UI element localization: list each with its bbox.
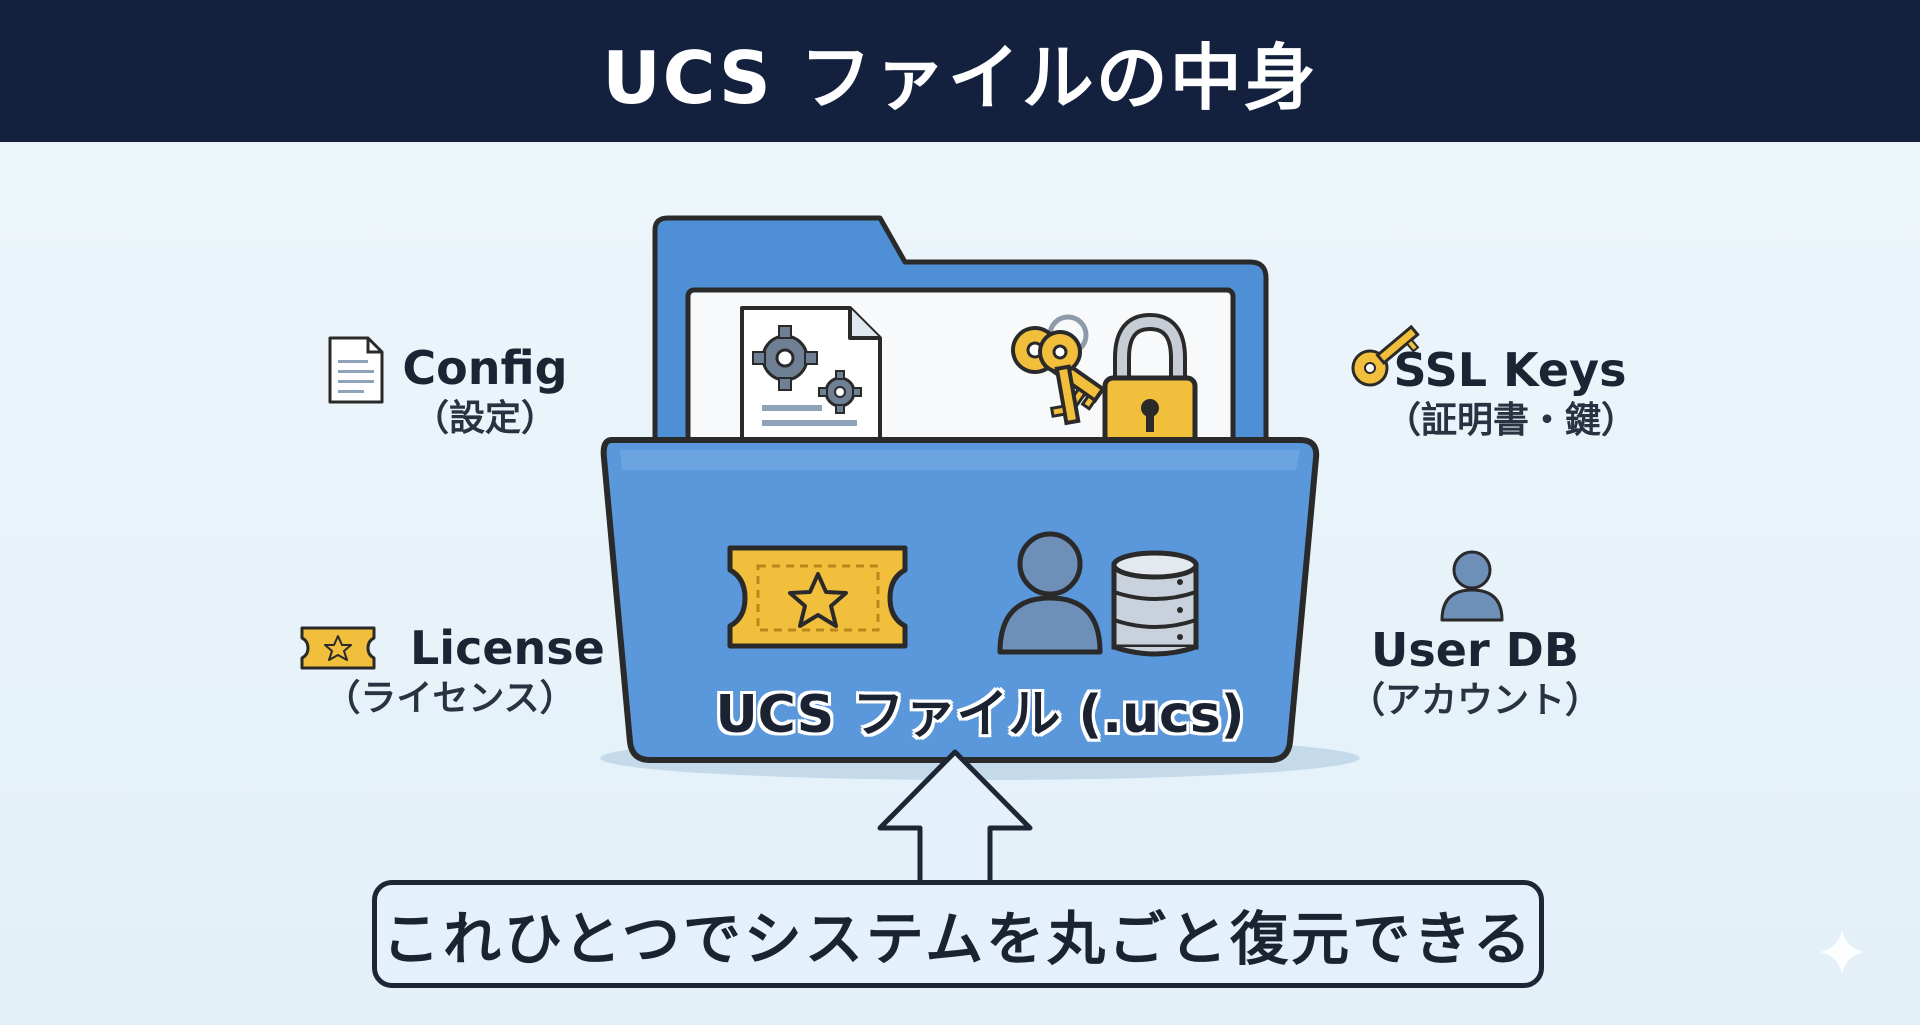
license-name: License — [410, 621, 605, 675]
gear-icon — [818, 370, 862, 414]
license-label: License （ライセンス） — [300, 620, 605, 722]
page-title: UCS ファイルの中身 — [602, 35, 1318, 120]
user-small-icon — [1440, 550, 1504, 622]
ssl-keys-name: SSL Keys — [1393, 343, 1627, 397]
document-icon — [328, 336, 384, 404]
ticket-icon — [727, 545, 908, 649]
message-box: これひとつでシステムを丸ごと復元できる — [372, 880, 1544, 988]
gear-icon — [752, 325, 818, 391]
folder-caption: UCS ファイル (.ucs) — [715, 685, 1245, 745]
sparkle-icon — [1820, 930, 1864, 974]
config-label: Config （設定） — [395, 340, 575, 442]
license-note: （ライセンス） — [324, 678, 576, 719]
ssl-keys-note: （証明書・鍵） — [1385, 400, 1638, 441]
message-text: これひとつでシステムを丸ごと復元できる — [381, 905, 1535, 973]
ticket-small-icon — [300, 626, 376, 670]
config-note: （設定） — [412, 398, 557, 439]
key-icon — [1351, 324, 1420, 387]
config-document-icon — [740, 306, 882, 442]
user-icon — [997, 531, 1103, 655]
keys-icon — [1011, 314, 1106, 426]
database-icon — [1111, 550, 1199, 657]
user-db-note: （アカウント） — [1348, 680, 1601, 721]
ssl-keys-label: SSL Keys （証明書・鍵） — [1385, 342, 1638, 444]
user-db-label: User DB （アカウント） — [1345, 622, 1605, 724]
config-name: Config — [402, 341, 568, 395]
title-banner: UCS ファイルの中身 — [0, 0, 1920, 142]
folder-front — [600, 437, 1320, 763]
user-db-name: User DB — [1371, 623, 1579, 677]
